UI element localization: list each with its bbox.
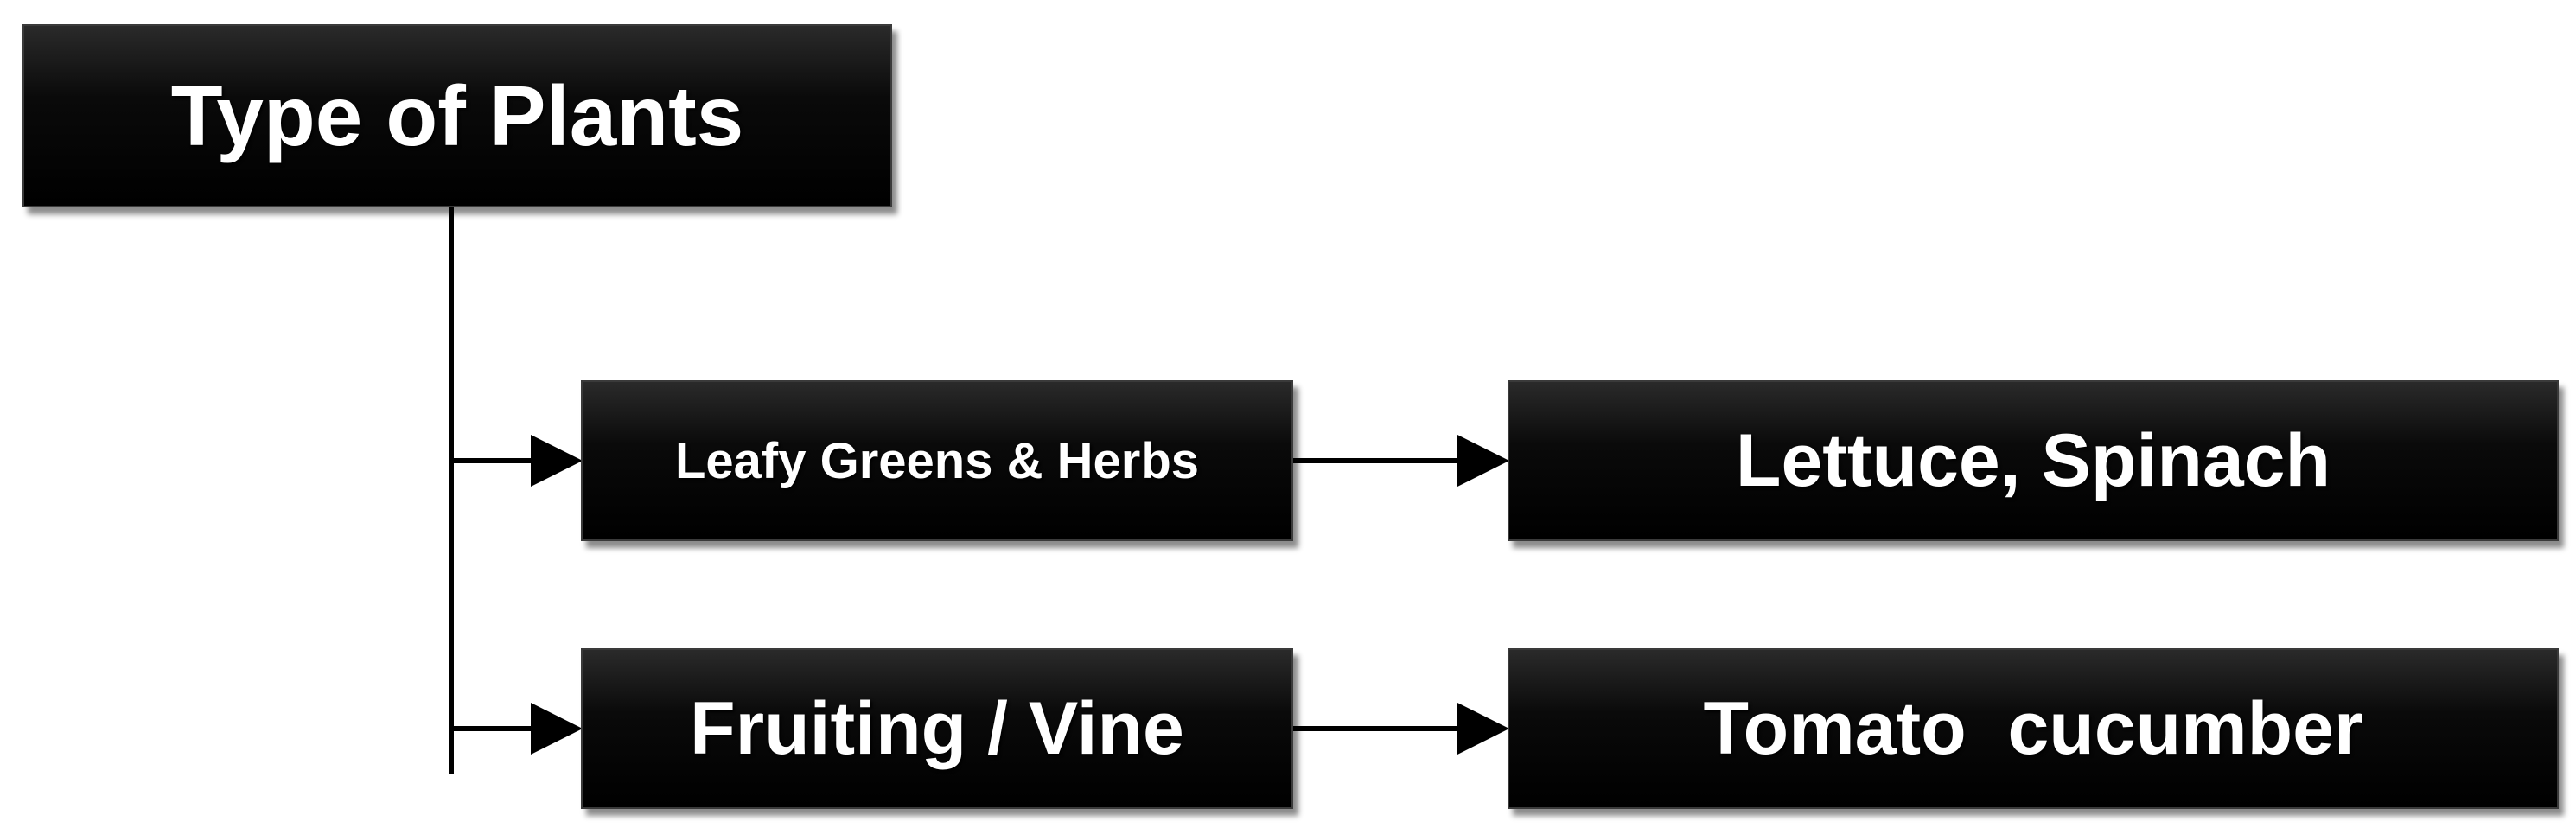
root-node: Type of Plants [22,24,892,207]
category-node-fruiting-vine: Fruiting / Vine [581,648,1293,809]
example-node-fruiting-vine: Tomato cucumber [1508,648,2559,809]
root-node-label: Type of Plants [170,67,744,163]
example-node-label: Tomato cucumber [1703,686,2363,770]
category-node-leafy-greens: Leafy Greens & Herbs [581,380,1293,541]
example-node-label: Lettuce, Spinach [1735,418,2331,502]
category-node-label: Leafy Greens & Herbs [674,432,1200,489]
category-node-label: Fruiting / Vine [690,686,1184,770]
example-node-leafy-greens: Lettuce, Spinach [1508,380,2559,541]
